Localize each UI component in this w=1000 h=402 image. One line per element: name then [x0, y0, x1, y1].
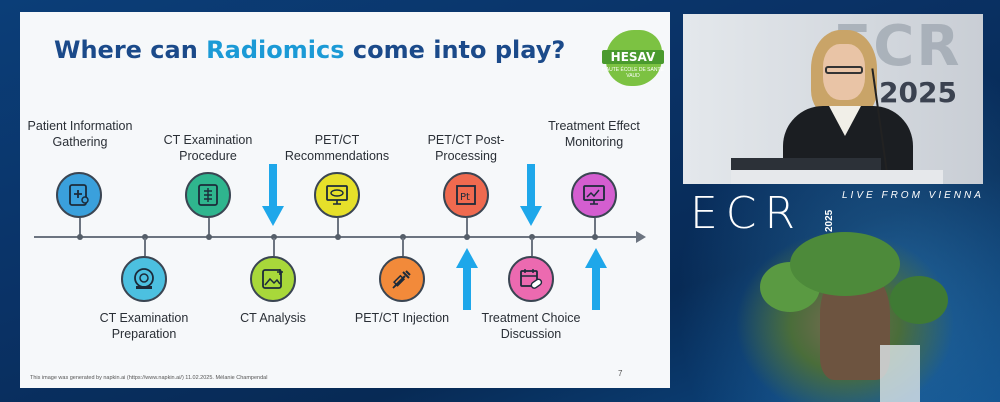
hesav-logo: HESAV HAUTE ÉCOLE DE SANTÉ VAUD — [600, 30, 666, 90]
down-arrow-icon — [520, 164, 542, 226]
down-arrow-icon — [262, 164, 284, 226]
timeline-tick — [144, 238, 146, 256]
ecr-year: 2025 — [824, 209, 835, 232]
timeline-dot — [206, 234, 212, 240]
timeline-arrowhead — [636, 231, 646, 243]
stage-label-ct-examination-preparation: CT Examination Preparation — [99, 311, 189, 341]
timeline-dot — [271, 234, 277, 240]
slide-title: Where can Radiomics come into play? — [54, 36, 566, 64]
tree-foliage — [890, 276, 948, 324]
calendar-pill-icon — [508, 256, 554, 302]
live-tagline: LIVE FROM VIENNA — [842, 190, 984, 201]
logo-text: HESAV — [602, 50, 664, 64]
timeline-tick — [208, 218, 210, 236]
slide-footnote: This image was generated by napkin.ai (h… — [30, 375, 268, 381]
timeline-tick — [337, 218, 339, 236]
title-accent: Radiomics — [206, 36, 345, 64]
timeline-tick — [79, 218, 81, 236]
timeline-dot — [400, 234, 406, 240]
stage-label-patient-information-gathering: Patient Information Gathering — [27, 119, 133, 149]
syringe-icon — [379, 256, 425, 302]
up-arrow-icon — [585, 248, 607, 310]
timeline-tick — [273, 238, 275, 256]
patient-record-icon — [56, 172, 102, 218]
timeline-dot — [464, 234, 470, 240]
chart-monitor-icon — [571, 172, 617, 218]
xray-icon — [185, 172, 231, 218]
timeline-tick — [466, 218, 468, 236]
svg-text:Pt: Pt — [460, 192, 470, 203]
tree-waterfall — [880, 345, 920, 402]
pt-element-icon: Pt — [443, 172, 489, 218]
timeline-dot — [529, 234, 535, 240]
speaker-glasses — [825, 66, 863, 74]
slide-page-number: 7 — [618, 369, 623, 378]
stage-label-treatment-effect-monitoring: Treatment Effect Monitoring — [548, 119, 640, 149]
stage-label-ct-examination-procedure: CT Examination Procedure — [163, 133, 253, 163]
tree-foliage — [790, 232, 900, 296]
speaker-video: ECR 2025 — [683, 14, 983, 184]
timeline-tick — [531, 238, 533, 256]
stage-label-treatment-choice-discussion: Treatment Choice Discussion — [481, 311, 581, 341]
stage-label-ct-analysis: CT Analysis — [240, 311, 306, 325]
timeline-dot — [77, 234, 83, 240]
stage-label-pet-ct-recommendations: PET/CT Recommendations — [284, 133, 390, 163]
stage-label-pet-ct-injection: PET/CT Injection — [354, 311, 450, 325]
timeline-dot — [592, 234, 598, 240]
ct-scanner-icon — [121, 256, 167, 302]
timeline-tick — [594, 218, 596, 236]
monitor-scan-icon — [314, 172, 360, 218]
stage-label-pet-ct-post-processing: PET/CT Post-Processing — [427, 133, 505, 163]
video-backdrop-year: 2025 — [879, 76, 957, 109]
timeline-tick — [402, 238, 404, 256]
lectern-screen — [731, 158, 881, 170]
logo-subtext: HAUTE ÉCOLE DE SANTÉ VAUD — [602, 67, 664, 79]
presentation-slide: Where can Radiomics come into play? HESA… — [20, 12, 670, 388]
timeline-dot — [142, 234, 148, 240]
image-analysis-icon — [250, 256, 296, 302]
timeline-dot — [335, 234, 341, 240]
up-arrow-icon — [456, 248, 478, 310]
lectern — [731, 170, 943, 184]
